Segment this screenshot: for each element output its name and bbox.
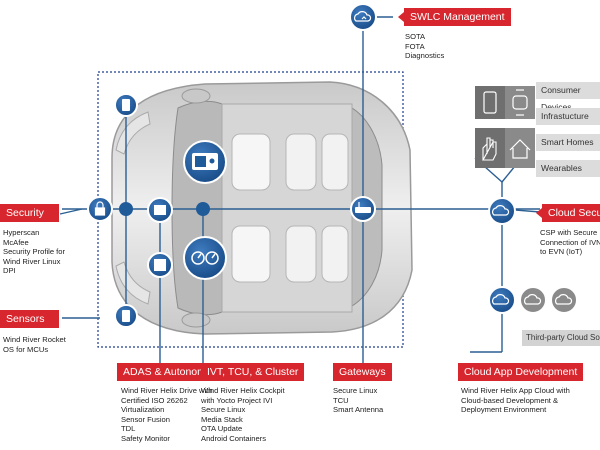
iot-category-consumer-devices: Consumer Devices xyxy=(536,82,600,112)
chip-icon xyxy=(122,99,130,111)
gateway-node[interactable] xyxy=(350,196,376,222)
cloud-icon xyxy=(354,11,372,22)
vehicle-illustration xyxy=(111,81,413,335)
chip-icon xyxy=(154,259,166,271)
ivt-description: Wind River Helix Cockpit with Yocto Proj… xyxy=(201,386,285,444)
cloud-icon xyxy=(524,294,542,305)
security-node[interactable] xyxy=(87,196,113,222)
adas-autonomous-label: ADAS & Autonomous xyxy=(117,363,229,381)
sensor-node-top[interactable] xyxy=(114,93,138,117)
cloud-app-node[interactable] xyxy=(488,286,516,314)
security-item: DPI xyxy=(3,266,16,276)
cloud-security-node[interactable] xyxy=(488,197,516,225)
head-unit-icon xyxy=(192,153,218,170)
third-party-cloud-label: Third-party Cloud Solutions xyxy=(522,330,600,346)
security-item: Hyperscan xyxy=(3,228,40,237)
cloud-app-description: Wind River Helix App Cloud with Cloud-ba… xyxy=(461,386,570,415)
adas-item: Safety Monitor xyxy=(121,433,170,443)
adas-item: Certified ISO 26262 xyxy=(121,395,188,405)
iot-category-wearables: Wearables xyxy=(536,160,600,177)
sensors-item: Wind River Rocket xyxy=(3,335,66,344)
adas-item: Virtualization xyxy=(121,405,165,415)
swlc-management-label: SWLC Management xyxy=(398,8,511,26)
cloud-security-item: CSP with Secure xyxy=(540,228,598,237)
iot-tile-home xyxy=(505,128,535,168)
ivt-item: Media Stack xyxy=(201,414,243,424)
lock-icon xyxy=(94,201,106,216)
chip-icon xyxy=(154,205,166,215)
iot-category-infrastucture: Infrastucture xyxy=(536,108,600,125)
cloud-app-item: Deployment Environment xyxy=(461,405,547,415)
sensors-item: OS for MCUs xyxy=(3,344,49,354)
adas-item: TDL xyxy=(121,424,136,434)
cluster-node[interactable] xyxy=(183,236,227,280)
cloud-app-development-label: Cloud App Development xyxy=(458,363,584,381)
smartwatch-icon xyxy=(512,89,528,116)
gateways-item: TCU xyxy=(333,395,349,405)
hand-icon xyxy=(482,137,497,161)
chip-icon xyxy=(122,310,130,322)
swlc-item: SOTA xyxy=(405,32,426,41)
ivt-item: OTA Update xyxy=(201,424,243,434)
ivt-item: Wind River Helix Cockpit xyxy=(201,386,285,395)
sensor-node-bottom[interactable] xyxy=(114,304,138,328)
security-description: Hyperscan McAfee Security Profile for Wi… xyxy=(3,228,65,276)
sensors-label: Sensors xyxy=(0,310,59,328)
cloud-security-label: Cloud Security xyxy=(535,204,600,222)
adas-item: Wind River Helix Drive with xyxy=(121,386,213,395)
adas-description: Wind River Helix Drive with Certified IS… xyxy=(121,386,213,444)
security-label: Security xyxy=(0,204,59,222)
gateway-icon xyxy=(355,202,371,213)
adas-node-top[interactable] xyxy=(147,197,173,223)
adas-item: Sensor Fusion xyxy=(121,414,170,424)
cloud-icon xyxy=(492,205,510,216)
iot-tile-watch xyxy=(505,86,535,119)
adas-node-bottom[interactable] xyxy=(147,252,173,278)
swlc-node[interactable] xyxy=(349,3,377,31)
junction-dots xyxy=(119,202,210,216)
sensors-description: Wind River Rocket OS for MCUs xyxy=(3,335,66,354)
gateways-label: Gateways xyxy=(333,363,392,381)
gauge-cluster-icon xyxy=(191,251,219,265)
gateways-item: Secure Linux xyxy=(333,386,378,395)
cloud-security-item: to EVN (IoT) xyxy=(540,247,583,257)
security-item: Security Profile for xyxy=(3,247,66,257)
ivt-tcu-cluster-label: IVT, TCU, & Cluster xyxy=(201,363,305,381)
cloud-icon xyxy=(492,294,510,305)
security-item: Wind River Linux xyxy=(3,256,61,266)
swlc-item: FOTA xyxy=(405,41,425,51)
swlc-description: SOTA FOTA Diagnostics xyxy=(405,32,444,61)
ivt-item: Android Containers xyxy=(201,433,267,443)
security-item: McAfee xyxy=(3,237,29,247)
headunit-node[interactable] xyxy=(183,140,227,184)
smartphone-icon xyxy=(483,91,497,114)
ivt-item: Secure Linux xyxy=(201,405,246,415)
swlc-item: Diagnostics xyxy=(405,51,445,61)
gateways-item: Smart Antenna xyxy=(333,405,384,415)
iot-tile-phone xyxy=(475,86,505,119)
cloud-app-item: Wind River Helix App Cloud with xyxy=(461,386,570,395)
ivt-item: with Yocto Project IVI xyxy=(201,395,273,405)
smart-home-icon xyxy=(509,139,531,159)
gateways-description: Secure Linux TCU Smart Antenna xyxy=(333,386,383,415)
iot-tile-hand xyxy=(475,128,505,168)
cloud-security-item: Connection of IVN xyxy=(540,237,600,247)
cloud-app-item: Cloud-based Development & xyxy=(461,395,559,405)
third-party-cloud-2 xyxy=(550,286,578,314)
iot-category-smart-homes: Smart Homes xyxy=(536,134,600,151)
cloud-icon xyxy=(555,294,573,305)
vehicle-boundary xyxy=(97,71,404,348)
cloud-security-description: CSP with Secure Connection of IVN to EVN… xyxy=(540,228,600,257)
third-party-cloud-1 xyxy=(519,286,547,314)
